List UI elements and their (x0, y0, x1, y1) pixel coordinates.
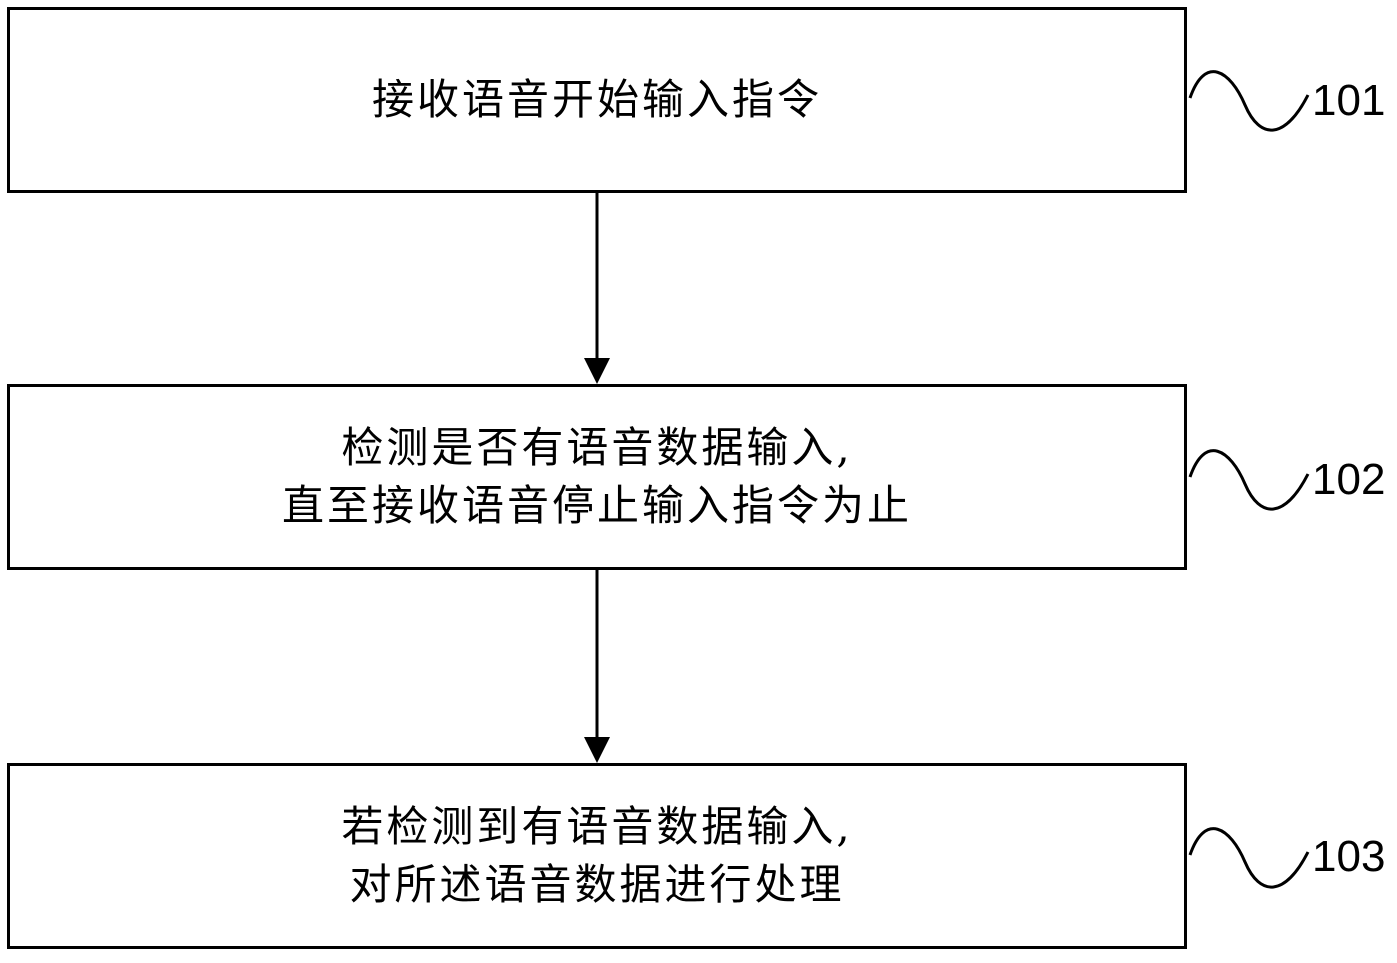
step-1-text: 接收语音开始输入指令 (372, 71, 822, 129)
step-3-text-line-1: 若检测到有语音数据输入, (341, 798, 852, 856)
arrow-step-1-to-2 (584, 193, 610, 384)
step-number-102: 102 (1312, 455, 1385, 505)
leader-wave-101 (1190, 72, 1308, 130)
arrow-step-2-to-3 (584, 570, 610, 763)
step-number-103: 103 (1312, 832, 1385, 882)
step-box-3: 若检测到有语音数据输入, 对所述语音数据进行处理 (7, 763, 1187, 949)
step-2-text-line-2: 直至接收语音停止输入指令为止 (282, 477, 912, 535)
leader-wave-103 (1190, 829, 1308, 887)
leader-wave-102 (1190, 451, 1308, 509)
step-box-2: 检测是否有语音数据输入, 直至接收语音停止输入指令为止 (7, 384, 1187, 570)
step-3-text-line-2: 对所述语音数据进行处理 (349, 856, 844, 914)
step-2-text-line-1: 检测是否有语音数据输入, (341, 419, 852, 477)
step-number-101: 101 (1312, 76, 1385, 126)
step-box-1: 接收语音开始输入指令 (7, 7, 1187, 193)
